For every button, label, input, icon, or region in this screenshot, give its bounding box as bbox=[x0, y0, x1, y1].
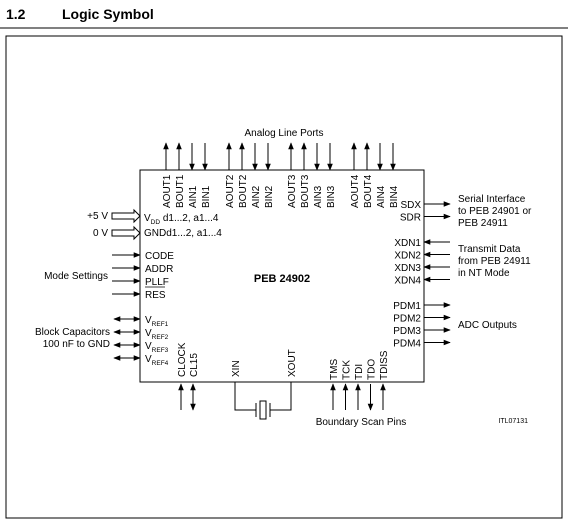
serial-pin-group: SDX SDR bbox=[400, 200, 451, 224]
pin-sdr-label: SDR bbox=[400, 213, 421, 224]
gnd-supply-row: 0 V GNDd1...2, a1...4 bbox=[93, 225, 222, 241]
pin-aout4-label: AOUT4 bbox=[350, 174, 361, 208]
pin-tdi-label: TDI bbox=[354, 364, 365, 380]
pin-aout3-label: AOUT3 bbox=[287, 174, 298, 208]
pin-code-label: CODE bbox=[145, 251, 174, 262]
pin-bout4-label: BOUT4 bbox=[363, 174, 374, 208]
cl15-pin-label: CL15 bbox=[189, 353, 200, 377]
pin-bin1-label: BIN1 bbox=[201, 185, 212, 208]
pin-pllf-label: PLLF bbox=[145, 277, 169, 288]
clock-pin-label: CLOCK bbox=[177, 342, 188, 377]
pin-xdn1-label: XDN1 bbox=[394, 238, 421, 249]
figure-frame bbox=[5, 35, 563, 519]
chip-body bbox=[139, 169, 425, 383]
crystal-icon bbox=[259, 400, 267, 420]
pin-xdn3-label: XDN3 bbox=[394, 263, 421, 274]
figure-id: ITL07131 bbox=[498, 418, 528, 425]
analog-line-ports-label: Analog Line Ports bbox=[245, 128, 324, 139]
vdd-value: +5 V bbox=[87, 211, 108, 222]
clock-pin-group: CLOCK CL15 bbox=[177, 342, 200, 411]
gnd-value: 0 V bbox=[93, 228, 108, 239]
mode-settings-label: Mode Settings bbox=[44, 271, 108, 282]
vdd-pin-label: VDD d1...2, a1...4 bbox=[144, 213, 219, 226]
pin-res-label: RES bbox=[145, 290, 166, 301]
xin-wire bbox=[234, 382, 256, 411]
pin-addr-label: ADDR bbox=[145, 264, 173, 275]
pin-bout2-label: BOUT2 bbox=[238, 174, 249, 208]
pin-xdn2-label: XDN2 bbox=[394, 251, 421, 262]
pin-vref3-label: VREF3 bbox=[145, 341, 169, 354]
pin-sdx-label: SDX bbox=[400, 200, 421, 211]
pin-bin3-label: BIN3 bbox=[326, 185, 337, 208]
vdd-supply-row: +5 V VDD d1...2, a1...4 bbox=[87, 208, 219, 226]
adc-outputs-label: ADC Outputs bbox=[458, 320, 517, 331]
pin-pdm2-label: PDM2 bbox=[393, 314, 421, 325]
pin-bout1-label: BOUT1 bbox=[175, 174, 186, 208]
transmit-data-label-2: from PEB 24911 bbox=[458, 256, 531, 267]
pin-aout1-label: AOUT1 bbox=[162, 174, 173, 208]
pin-ain2-label: AIN2 bbox=[251, 185, 262, 208]
pin-ain4-label: AIN4 bbox=[376, 185, 387, 208]
gnd-bus-arrow-icon bbox=[111, 225, 141, 241]
pin-xdn4-label: XDN4 bbox=[394, 276, 421, 287]
chip-name: PEB 24902 bbox=[254, 273, 310, 285]
xout-pin-label: XOUT bbox=[287, 349, 298, 377]
pin-ain1-label: AIN1 bbox=[188, 185, 199, 208]
vdd-bus-arrow-icon bbox=[111, 208, 141, 224]
transmit-data-label-3: in NT Mode bbox=[458, 268, 510, 279]
mode-pin-group: CODE ADDR PLLF RES bbox=[112, 251, 174, 301]
pin-ain3-label: AIN3 bbox=[313, 185, 324, 208]
pin-bout3-label: BOUT3 bbox=[300, 174, 311, 208]
pin-tdiss-label: TDISS bbox=[379, 350, 390, 380]
pin-pdm4-label: PDM4 bbox=[393, 339, 421, 350]
serial-interface-label-2: to PEB 24901 or bbox=[458, 206, 532, 217]
gnd-pin-label: GNDd1...2, a1...4 bbox=[144, 228, 222, 239]
pin-bin2-label: BIN2 bbox=[264, 185, 275, 208]
serial-interface-label-1: Serial Interface bbox=[458, 194, 526, 205]
pin-vref4-label: VREF4 bbox=[145, 354, 169, 367]
pin-tms-label: TMS bbox=[329, 359, 340, 380]
pin-bin4-label: BIN4 bbox=[389, 185, 400, 208]
block-capacitors-value: 100 nF to GND bbox=[43, 339, 110, 350]
boundary-scan-label: Boundary Scan Pins bbox=[316, 417, 407, 428]
transmit-data-label-1: Transmit Data bbox=[458, 244, 521, 255]
section-title: Logic Symbol bbox=[62, 6, 154, 22]
pin-pdm3-label: PDM3 bbox=[393, 326, 421, 337]
pin-tdo-label: TDO bbox=[367, 359, 378, 380]
serial-interface-label-3: PEB 24911 bbox=[458, 218, 508, 229]
crystal-group: XIN XOUT bbox=[231, 349, 298, 420]
xin-pin-label: XIN bbox=[231, 360, 242, 377]
xout-wire bbox=[270, 382, 292, 411]
pin-aout2-label: AOUT2 bbox=[225, 174, 236, 208]
section-number: 1.2 bbox=[6, 6, 26, 22]
pin-pdm1-label: PDM1 bbox=[393, 301, 421, 312]
pin-tck-label: TCK bbox=[342, 360, 353, 380]
pin-vref1-label: VREF1 bbox=[145, 315, 169, 328]
block-capacitors-label: Block Capacitors bbox=[35, 327, 110, 338]
pin-vref2-label: VREF2 bbox=[145, 328, 169, 341]
